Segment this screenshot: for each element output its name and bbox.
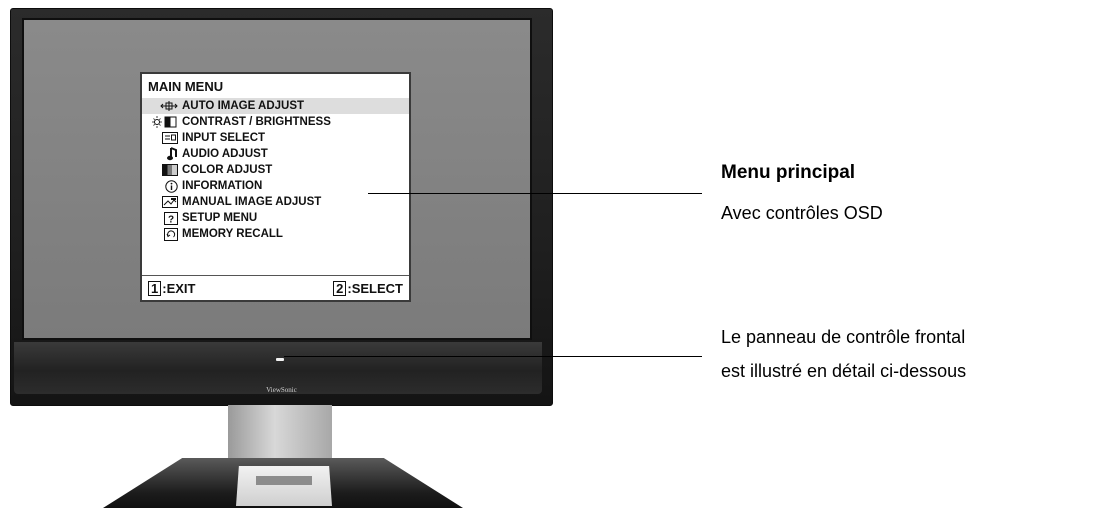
svg-text:?: ? — [168, 214, 174, 225]
brand-logo: ViewSonic — [266, 386, 297, 394]
osd-item-information[interactable]: INFORMATION — [142, 178, 409, 194]
exit-key: 1 — [148, 280, 162, 296]
osd-item-label: INFORMATION — [182, 180, 263, 192]
osd-item-label: CONTRAST / BRIGHTNESS — [182, 116, 331, 128]
main-menu-callout-title: Menu principal — [721, 162, 856, 183]
manual-image-icon — [146, 196, 182, 208]
osd-item-label: COLOR ADJUST — [182, 164, 273, 176]
osd-title: MAIN MENU — [148, 79, 224, 94]
stand-neck — [228, 405, 332, 465]
exit-label: :EXIT — [162, 280, 196, 296]
monitor-bottom-bezel — [14, 342, 542, 394]
front-panel-callout: Le panneau de contrôle frontal est illus… — [721, 320, 966, 388]
osd-item-label: AUDIO ADJUST — [182, 148, 268, 160]
osd-item-label: MANUAL IMAGE ADJUST — [182, 196, 322, 208]
osd-item-input-select[interactable]: INPUT SELECT — [142, 130, 409, 146]
osd-item-auto-image-adjust[interactable]: AUTO IMAGE ADJUST — [142, 98, 409, 114]
osd-item-contrast-brightness[interactable]: CONTRAST / BRIGHTNESS — [142, 114, 409, 130]
osd-item-setup-menu[interactable]: ? SETUP MENU — [142, 210, 409, 226]
memory-recall-icon — [146, 227, 182, 241]
select-control[interactable]: 2:SELECT — [333, 280, 403, 296]
front-panel-callout-line2: est illustré en détail ci-dessous — [721, 361, 967, 381]
osd-item-memory-recall[interactable]: MEMORY RECALL — [142, 226, 409, 242]
select-key: 2 — [333, 280, 347, 296]
stand-slot — [256, 476, 312, 485]
panel-leader-line — [284, 356, 702, 357]
osd-footer: 1:EXIT 2:SELECT — [142, 275, 409, 300]
osd-item-manual-image-adjust[interactable]: MANUAL IMAGE ADJUST — [142, 194, 409, 210]
osd-item-label: SETUP MENU — [182, 212, 258, 224]
osd-item-list: AUTO IMAGE ADJUST CONTRAST / BRIGHTNESS … — [142, 98, 409, 242]
stand-plate — [236, 466, 332, 506]
auto-adjust-icon — [146, 100, 182, 112]
front-panel-callout-line1: Le panneau de contrôle frontal — [721, 327, 966, 347]
select-label: :SELECT — [347, 280, 403, 296]
main-menu-callout-subtitle: Avec contrôles OSD — [721, 203, 883, 223]
power-led — [276, 358, 284, 361]
osd-item-audio-adjust[interactable]: AUDIO ADJUST — [142, 146, 409, 162]
osd-item-label: AUTO IMAGE ADJUST — [182, 100, 305, 112]
audio-icon — [146, 147, 182, 161]
exit-control[interactable]: 1:EXIT — [148, 280, 196, 296]
osd-main-menu: MAIN MENU AUTO IMAGE ADJUST CONTRAST / B… — [140, 72, 411, 302]
question-icon: ? — [146, 211, 182, 225]
contrast-brightness-icon — [146, 116, 182, 128]
osd-item-label: INPUT SELECT — [182, 132, 266, 144]
osd-item-color-adjust[interactable]: COLOR ADJUST — [142, 162, 409, 178]
main-menu-leader-line — [368, 193, 702, 194]
input-select-icon — [146, 132, 182, 144]
osd-item-label: MEMORY RECALL — [182, 228, 283, 240]
information-icon — [146, 179, 182, 193]
color-adjust-icon — [146, 164, 182, 176]
